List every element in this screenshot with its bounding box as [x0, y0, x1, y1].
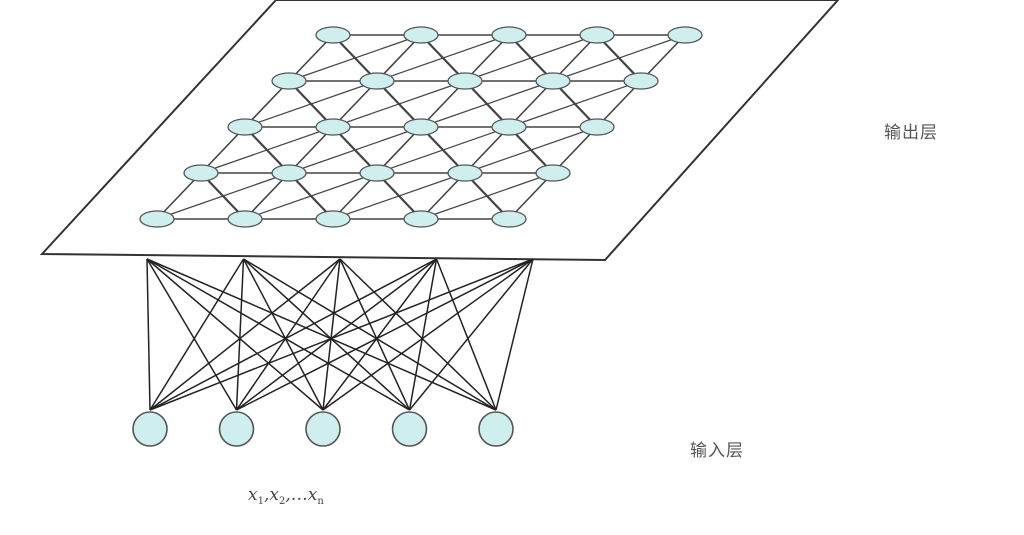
output-node: [579, 118, 615, 136]
variable-subscript: n: [317, 496, 324, 507]
grid-edge: [288, 34, 422, 82]
output-node: [227, 210, 263, 228]
input-node: [305, 411, 341, 447]
output-node: [227, 118, 263, 136]
input-node: [391, 411, 428, 447]
input-output-connections: [146, 258, 534, 411]
output-node: [491, 210, 527, 228]
output-layer-label: 输出层: [884, 123, 938, 143]
output-node: [315, 26, 351, 44]
connection-line: [146, 258, 238, 411]
connection-line: [322, 258, 341, 411]
grid-edge: [288, 126, 422, 174]
variable-symbol: x: [307, 485, 318, 505]
output-node: [359, 164, 395, 182]
grid-edge: [332, 172, 466, 220]
grid-edge: [332, 80, 466, 128]
connection-line: [235, 258, 341, 411]
output-node: [491, 118, 527, 136]
variable-subscript: 2: [278, 496, 286, 507]
connection-line: [149, 258, 245, 411]
connection-line: [236, 258, 437, 411]
separator: ,: [263, 485, 270, 505]
output-node: [403, 118, 439, 136]
grid-edge: [552, 34, 686, 82]
connection-line: [408, 258, 534, 411]
connection-line: [236, 258, 534, 411]
output-node: [271, 164, 307, 182]
output-node: [447, 164, 483, 182]
connection-line: [322, 258, 438, 411]
output-node: [403, 210, 439, 228]
input-node: [218, 411, 255, 447]
variable-symbol: x: [269, 485, 279, 505]
output-grid-nodes: [139, 26, 703, 228]
output-layer-plane: [39, 0, 840, 262]
connection-line: [149, 258, 534, 411]
separator: ,…: [285, 485, 308, 505]
output-node: [447, 72, 483, 90]
grid-edge: [508, 80, 642, 128]
connection-line: [408, 258, 438, 411]
grid-edge: [156, 172, 290, 220]
input-node: [132, 411, 168, 447]
grid-edge: [376, 34, 510, 82]
grid-edge: [420, 80, 554, 128]
connection-line: [339, 258, 497, 411]
output-node: [359, 72, 395, 90]
variable-subscript: 1: [257, 496, 264, 507]
connection-line: [243, 258, 497, 411]
output-node: [623, 72, 659, 90]
grid-edge: [200, 126, 334, 174]
output-node: [535, 72, 571, 90]
connection-line: [339, 258, 411, 411]
connection-line: [242, 258, 411, 411]
output-node: [315, 210, 351, 228]
output-node: [183, 164, 219, 182]
output-node: [315, 118, 351, 136]
grid-edge: [244, 80, 378, 128]
output-node: [667, 26, 703, 44]
grid-edge: [464, 126, 598, 174]
connection-line: [146, 258, 151, 411]
output-node: [139, 210, 175, 228]
connection-line: [149, 258, 437, 411]
input-layer-label: 输入层: [690, 441, 744, 461]
connection-line: [435, 258, 497, 411]
connection-line: [146, 258, 410, 411]
grid-edge: [244, 172, 378, 220]
grid-edge: [420, 172, 554, 220]
input-variables-label: x1,x2,…xn: [248, 485, 324, 507]
grid-edge: [464, 34, 598, 82]
connection-line: [146, 258, 497, 411]
connection-line: [235, 258, 245, 411]
connection-line: [149, 258, 341, 411]
variable-symbol: x: [248, 485, 258, 505]
connection-line: [495, 258, 534, 411]
input-node: [478, 411, 514, 447]
connection-line: [322, 258, 534, 411]
output-node: [535, 164, 571, 182]
output-node: [271, 72, 307, 90]
output-node: [579, 26, 615, 44]
grid-edge: [376, 126, 510, 174]
output-node: [491, 26, 527, 44]
connection-line: [242, 258, 324, 411]
connection-line: [146, 258, 324, 411]
input-nodes: [132, 411, 514, 447]
output-node: [403, 26, 439, 44]
